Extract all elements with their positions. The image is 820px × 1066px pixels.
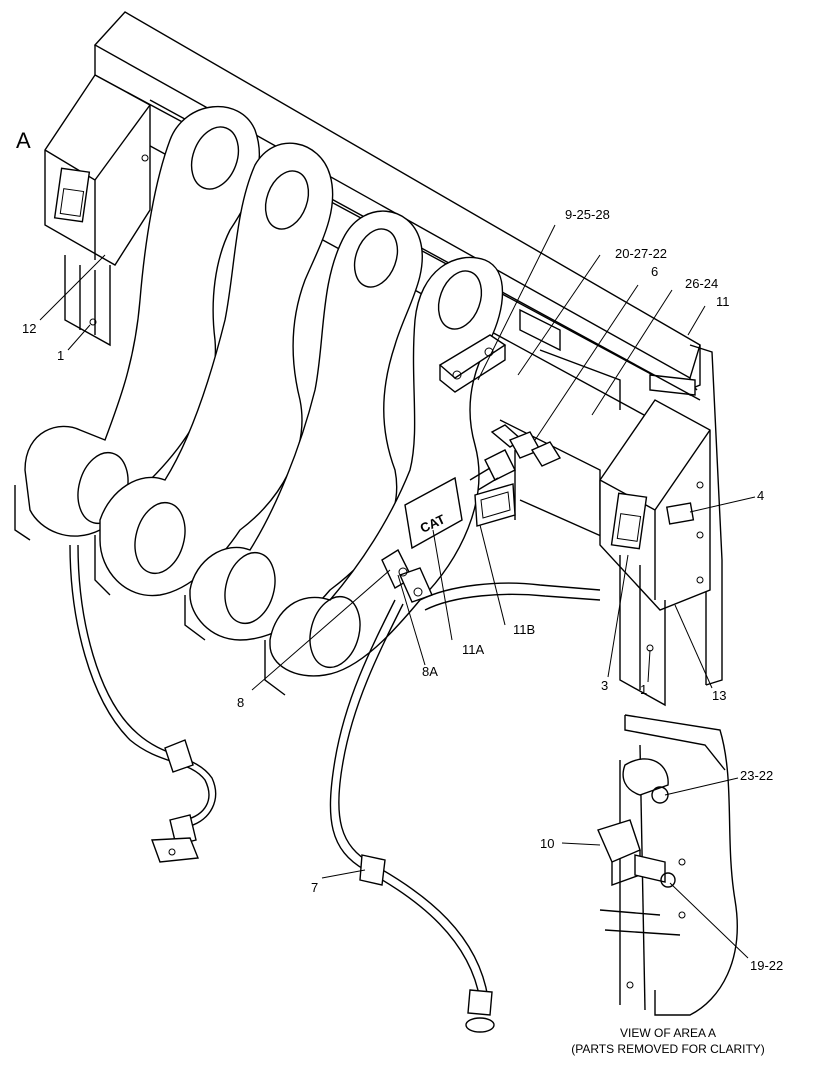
callout-26-24: 26-24 xyxy=(685,276,718,291)
labels: A 9-25-28 20-27-22 6 26-24 11 4 12 1 11A… xyxy=(16,128,783,1056)
callout-20-27-22: 20-27-22 xyxy=(615,246,667,261)
callout-11B: 11B xyxy=(513,622,535,637)
callout-11: 11 xyxy=(716,294,730,309)
hydraulic-fittings xyxy=(469,424,562,491)
callout-7: 7 xyxy=(311,880,318,895)
view-a-label: A xyxy=(16,128,31,153)
callout-19-22: 19-22 xyxy=(750,958,783,973)
left-bracket xyxy=(44,74,151,347)
callout-1-left: 1 xyxy=(57,348,64,363)
right-bracket xyxy=(599,399,711,707)
warning-decal xyxy=(474,483,516,527)
lower-mount xyxy=(381,548,433,603)
callout-1-right: 1 xyxy=(640,682,647,697)
callout-3: 3 xyxy=(601,678,608,693)
hose-right xyxy=(329,582,601,1033)
callout-8A: 8A xyxy=(422,664,438,679)
callout-12: 12 xyxy=(22,321,36,336)
callout-8: 8 xyxy=(237,695,244,710)
callout-6: 6 xyxy=(651,264,658,279)
caption-line-1: VIEW OF AREA A xyxy=(620,1026,716,1040)
caption-line-2: (PARTS REMOVED FOR CLARITY) xyxy=(571,1042,765,1056)
callout-4: 4 xyxy=(757,488,764,503)
leader-lines xyxy=(39,224,756,959)
latch-block xyxy=(438,334,507,393)
callout-23-22: 23-22 xyxy=(740,768,773,783)
callout-9-25-28: 9-25-28 xyxy=(565,207,610,222)
inset-view-a xyxy=(597,714,738,1016)
callout-13: 13 xyxy=(712,688,726,703)
hose-left xyxy=(69,544,217,863)
callout-11A: 11A xyxy=(462,642,484,657)
callout-10: 10 xyxy=(540,836,554,851)
